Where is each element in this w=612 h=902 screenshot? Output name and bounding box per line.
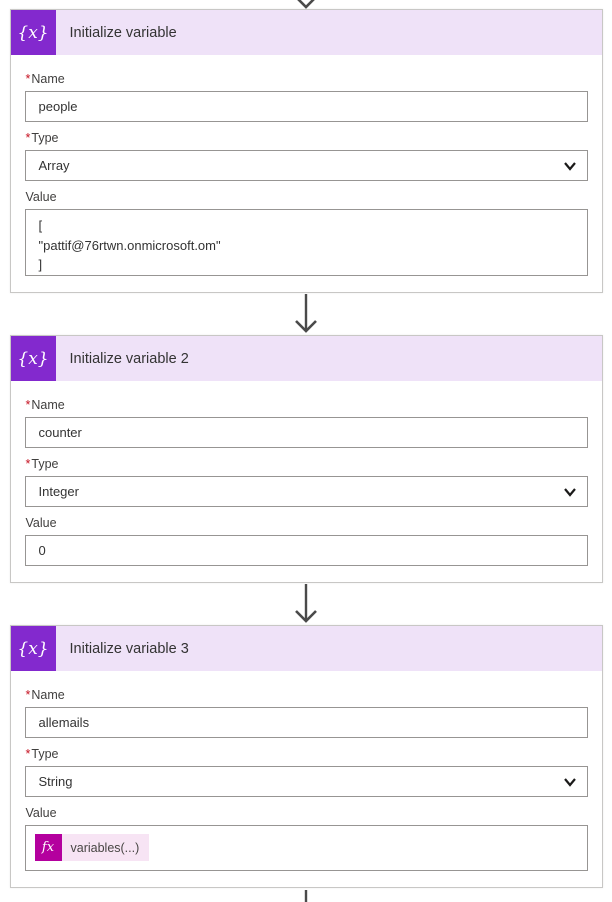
chevron-down-icon: [563, 487, 577, 497]
connector-arrowhead-top-icon: [297, 0, 315, 9]
type-select-value: Array: [38, 158, 70, 173]
type-select-value: Integer: [38, 484, 79, 499]
name-field-label: *Name: [25, 72, 65, 86]
value-textarea[interactable]: [ "pattif@76rtwn.onmicrosoft.om" ]: [24, 209, 588, 276]
flow-designer-canvas: {x} Initialize variable *Name people *Ty…: [9, 0, 603, 902]
required-marker: *: [25, 747, 31, 761]
type-field-label: *Type: [25, 747, 59, 761]
action-card-header[interactable]: {x} Initialize variable: [10, 10, 602, 55]
name-input[interactable]: counter: [24, 417, 588, 448]
name-field-label: *Name: [25, 398, 65, 412]
type-select[interactable]: Integer: [24, 476, 588, 507]
expression-token-label: variables(...): [70, 840, 140, 855]
chevron-down-icon: [563, 161, 577, 171]
variable-action-icon: {x}: [10, 336, 56, 381]
value-field-label: Value: [25, 190, 57, 204]
action-card-initialize-variable: {x} Initialize variable *Name people *Ty…: [9, 9, 603, 293]
required-marker: *: [25, 398, 31, 412]
action-card-body: *Name allemails *Type String Value fx: [11, 671, 602, 887]
chevron-down-icon: [563, 777, 577, 787]
connector-line-bottom-icon: [304, 890, 308, 902]
connector-arrow-icon: [295, 294, 317, 333]
type-field-label: *Type: [25, 457, 59, 471]
action-title: Initialize variable: [69, 24, 177, 41]
action-title: Initialize variable 3: [69, 640, 189, 657]
type-field-label: *Type: [25, 131, 59, 145]
action-card-initialize-variable-2: {x} Initialize variable 2 *Name counter …: [9, 335, 603, 583]
required-marker: *: [25, 688, 31, 702]
expression-token[interactable]: fx variables(...): [34, 834, 150, 861]
value-input[interactable]: 0: [24, 535, 588, 566]
name-input[interactable]: people: [24, 91, 588, 122]
required-marker: *: [25, 131, 31, 145]
type-select-value: String: [38, 774, 73, 789]
action-card-header[interactable]: {x} Initialize variable 3: [10, 626, 602, 671]
variable-glyph: {x}: [17, 22, 49, 43]
connector-arrow-icon: [295, 584, 317, 623]
value-expression-field[interactable]: fx variables(...): [24, 825, 588, 871]
fx-expression-icon: fx: [34, 834, 62, 861]
variable-glyph: {x}: [17, 348, 49, 369]
variable-action-icon: {x}: [10, 626, 56, 671]
value-field-label: Value: [25, 516, 57, 530]
required-marker: *: [25, 72, 31, 86]
value-field-label: Value: [25, 806, 57, 820]
name-input[interactable]: allemails: [24, 707, 588, 738]
action-card-body: *Name counter *Type Integer Value 0: [11, 381, 602, 582]
type-select[interactable]: String: [24, 766, 588, 797]
name-field-label: *Name: [25, 688, 65, 702]
variable-glyph: {x}: [17, 638, 49, 659]
action-card-header[interactable]: {x} Initialize variable 2: [10, 336, 602, 381]
action-card-body: *Name people *Type Array Value [ "pattif…: [11, 55, 602, 292]
required-marker: *: [25, 457, 31, 471]
action-title: Initialize variable 2: [69, 350, 189, 367]
type-select[interactable]: Array: [24, 150, 588, 181]
variable-action-icon: {x}: [10, 10, 56, 55]
action-card-initialize-variable-3: {x} Initialize variable 3 *Name allemail…: [9, 625, 603, 888]
